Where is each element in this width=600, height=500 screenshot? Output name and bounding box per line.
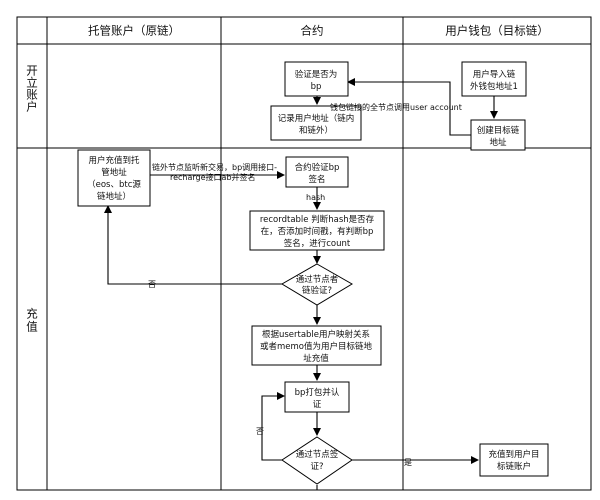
node-verify-bp: 验证是否为 bp (284, 61, 349, 97)
node-user-import: 用户导入链 外钱包地址1 (461, 61, 527, 97)
node-recordtable-line-1: recordtable 判断hash是否存 (260, 214, 375, 225)
node-decision-node-sign: 通过节点签 证? (281, 436, 353, 485)
node-contract-verify-line-2: 签名 (308, 174, 325, 185)
edge-no-return (104, 205, 282, 285)
node-create-target-line-2: 地址 (489, 137, 507, 148)
node-record-address: 记录用户地址（链内 和链外） (270, 105, 362, 141)
node-verify-bp-line-1: 验证是否为 (295, 69, 338, 80)
node-recharge-target-line-1: 充值到用户目 (488, 449, 539, 460)
edge-label-hash: hash (306, 193, 325, 202)
row-header-open-account: 开 立 账 户 (26, 64, 38, 114)
node-recordtable-check: recordtable 判断hash是否存 在，否添加时间戳，有判断bp 签名，… (249, 210, 385, 251)
node-contract-verify-line-1: 合约验证bp (295, 162, 340, 173)
edge-label-wallet-link: 钱包链接的全节点调用user account (330, 102, 462, 112)
edges (104, 78, 498, 490)
edge-label-offchain-listen-1: 链外节点监听新交易，bp调用接口- (152, 162, 277, 172)
node-bp-pack-line-2: 证 (313, 400, 322, 410)
node-record-address-line-2: 和链外） (299, 125, 333, 136)
node-bp-pack: bp打包并认 证 (284, 381, 350, 413)
row-header-recharge-char-1: 充 (26, 307, 38, 321)
node-recordtable-line-2: 在，否添加时间戳，有判断bp (261, 226, 374, 237)
node-record-address-line-1: 记录用户地址（链内 (278, 113, 355, 124)
node-user-recharge-line-1: 用户充值到托 (88, 155, 140, 166)
node-decision-node-verify: 通过节点者 链验证? (281, 263, 353, 306)
node-recordtable-line-3: 签名，进行count (284, 238, 351, 249)
node-user-recharge-line-3: （eos、btc源 (87, 179, 141, 190)
edge-label-yes: 是 (404, 458, 412, 467)
node-user-recharge: 用户充值到托 管地址 （eos、btc源 链地址） (77, 149, 151, 207)
node-user-import-line-1: 用户导入链 (473, 69, 516, 80)
row-header-open-char-1: 开 (26, 64, 38, 78)
node-decision-2-line-2: 证? (310, 462, 323, 472)
node-decision-1-line-1: 通过节点者 (296, 274, 339, 285)
column-header-contract: 合约 (301, 24, 324, 38)
node-verify-bp-line-2: bp (311, 82, 322, 92)
row-header-open-char-3: 账 (26, 88, 38, 102)
column-header-wallet: 用户钱包（目标链） (445, 24, 549, 38)
node-usertable-line-2: 或者memo值为用户目标链地 (260, 341, 372, 352)
column-header-custody: 托管账户（原链） (88, 24, 180, 38)
row-header-recharge-char-2: 值 (26, 320, 38, 334)
row-header-open-char-2: 立 (26, 76, 38, 90)
edge-label-offchain-listen-2: recharge接口ab并签名 (170, 172, 256, 182)
node-usertable-line-1: 根据usertable用户映射关系 (262, 329, 370, 340)
row-header-recharge: 充 值 (26, 307, 38, 334)
edge-label-no-2: 否 (256, 427, 264, 436)
row-header-open-char-4: 户 (26, 100, 38, 114)
node-usertable-line-3: 址充值 (303, 353, 329, 364)
node-recharge-target-line-2: 标链账户 (497, 461, 531, 472)
node-contract-verify-bp: 合约验证bp 签名 (285, 156, 349, 188)
node-recharge-target-account: 充值到用户目 标链账户 (479, 443, 549, 477)
node-usertable-recharge: 根据usertable用户映射关系 或者memo值为用户目标链地 址充值 (251, 325, 382, 366)
node-decision-1-line-2: 链验证? (302, 285, 332, 296)
edge-no-loop (261, 392, 285, 461)
node-decision-2-line-1: 通过节点签 (296, 449, 339, 460)
node-create-target-address: 创建目标链 地址 (470, 119, 526, 151)
node-user-recharge-line-4: 链地址） (97, 191, 131, 202)
node-bp-pack-line-1: bp打包并认 (295, 387, 340, 398)
node-user-recharge-line-2: 管地址 (101, 167, 127, 178)
edge-label-no-1: 否 (148, 280, 156, 289)
node-create-target-line-1: 创建目标链 (477, 125, 520, 136)
node-user-import-line-2: 外钱包地址1 (470, 81, 518, 92)
edge-wallet-link (347, 78, 471, 136)
